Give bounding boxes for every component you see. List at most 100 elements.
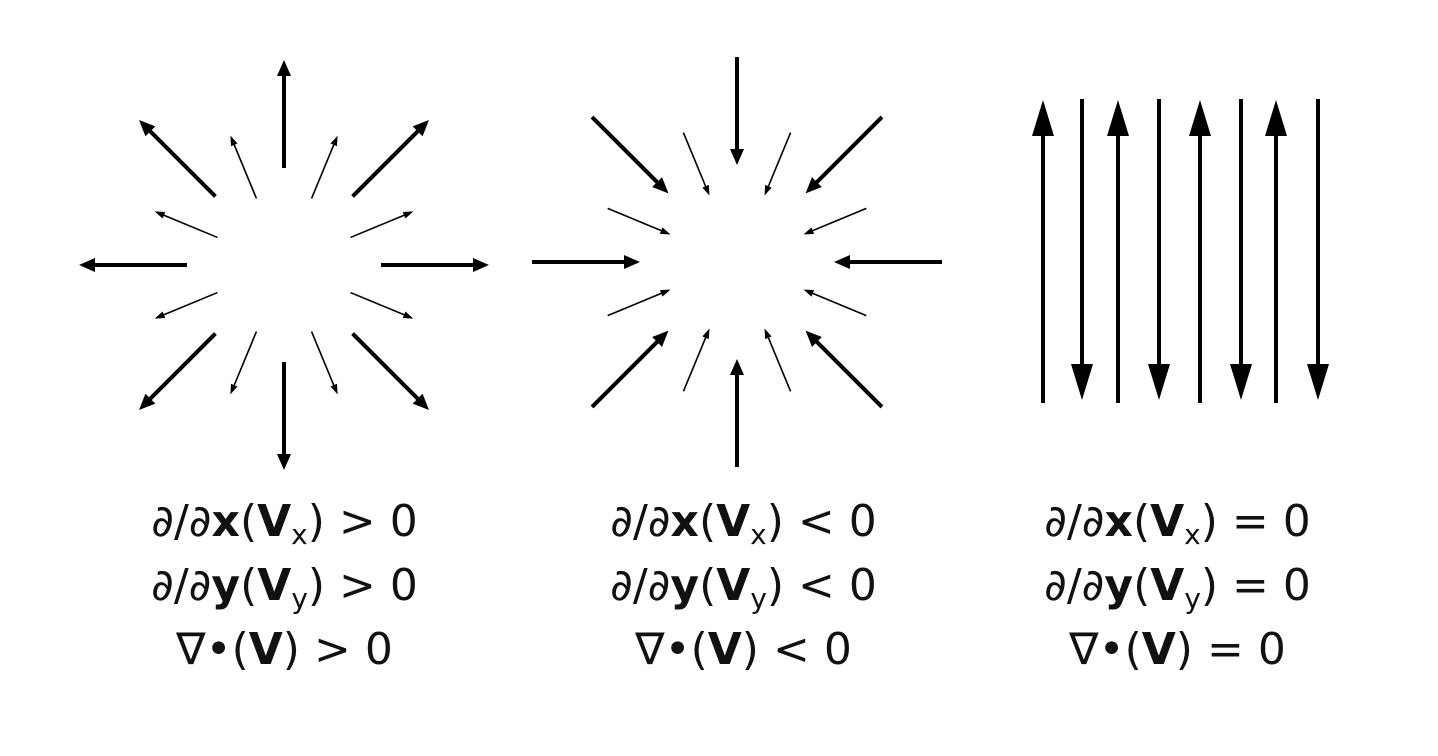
eq-vector: V [716,496,751,547]
sink-panel: ∂/∂x(Vx) < 0 ∂/∂y(Vy) < 0 ∇•(V) < 0 [504,0,983,756]
eq-variable: y [670,560,700,611]
eq-operator: ∂/∂ [151,496,212,547]
arrow-large-inward [532,255,640,269]
arrow-large-outward [351,120,429,198]
source-equations: ∂/∂x(Vx) > 0 ∂/∂y(Vy) > 0 ∇•(V) > 0 [45,490,524,682]
source-field [79,60,489,470]
eq-dvy-dy: ∂/∂y(Vy) > 0 [151,560,418,615]
eq-operator: ∂/∂ [610,496,671,547]
arrow-large-inward [805,115,884,194]
parallel-field [1032,99,1329,403]
sink-equations: ∂/∂x(Vx) < 0 ∂/∂y(Vy) < 0 ∇•(V) < 0 [504,490,983,682]
eq-vector: V [248,624,283,675]
arrow-small-inward [682,132,710,196]
arrow-small-outward [350,291,414,319]
arrow-down [1230,99,1252,400]
eq-rhs: 0 [1257,624,1286,675]
arrow-down [1307,99,1329,400]
eq-variable: x [211,496,240,547]
arrow-small-inward [803,207,867,235]
eq-dvx-dx: ∂/∂x(Vx) < 0 [610,496,877,551]
eq-variable: x [1104,496,1133,547]
eq-subscript: y [750,582,767,615]
eq-operator: ∇• [176,624,232,675]
arrow-large-inward [590,330,669,409]
eq-variable: y [1104,560,1134,611]
eq-operator: ∇• [1069,624,1125,675]
arrow-large-outward [139,332,217,410]
eq-relation: > [313,624,351,675]
eq-vector: V [1141,624,1176,675]
eq-vector: V [257,560,292,611]
arrow-small-inward [607,289,671,317]
eq-vector: V [257,496,292,547]
eq-variable: x [670,496,699,547]
arrow-small-inward [607,207,671,235]
arrow-large-inward [805,330,884,409]
arrow-small-outward [154,211,218,239]
eq-relation: > [339,560,376,611]
eq-subscript: y [1184,582,1201,615]
eq-variable: y [211,560,241,611]
eq-operator: ∇• [635,624,691,675]
zero-divergence-equations: ∂/∂x(Vx) = 0 ∂/∂y(Vy) = 0 ∇•(V) = 0 [938,490,1417,682]
eq-subscript: x [750,518,767,551]
arrow-small-outward [154,291,218,319]
arrow-up [1032,100,1054,403]
arrow-small-outward [350,211,414,239]
eq-rhs: 0 [1282,496,1311,547]
sink-field [532,57,942,467]
arrow-small-outward [310,331,338,395]
arrow-small-inward [803,289,867,317]
arrow-large-inward [730,57,744,165]
eq-divergence: ∇•(V) = 0 [1069,624,1286,675]
eq-relation: < [798,560,835,611]
eq-relation: = [1231,496,1269,547]
zero-divergence-panel: ∂/∂x(Vx) = 0 ∂/∂y(Vy) = 0 ∇•(V) = 0 [938,0,1417,756]
eq-relation: = [1206,624,1244,675]
eq-dvy-dy: ∂/∂y(Vy) = 0 [1044,560,1311,615]
eq-relation: < [772,624,810,675]
arrow-large-outward [351,332,429,410]
arrow-up [1107,100,1129,403]
arrow-down [1148,99,1170,400]
eq-rhs: 0 [823,624,852,675]
eq-operator: ∂/∂ [610,560,671,611]
eq-dvy-dy: ∂/∂y(Vy) < 0 [610,560,877,615]
arrow-large-outward [277,60,291,168]
eq-subscript: y [291,582,308,615]
arrow-up [1265,100,1287,403]
arrow-large-outward [381,258,489,272]
eq-dvx-dx: ∂/∂x(Vx) = 0 [1044,496,1311,551]
eq-rhs: 0 [364,624,393,675]
arrow-small-outward [230,135,258,199]
arrow-large-inward [590,115,669,194]
arrow-small-outward [230,331,258,395]
eq-dvx-dx: ∂/∂x(Vx) > 0 [151,496,418,551]
eq-divergence: ∇•(V) < 0 [635,624,852,675]
eq-vector: V [716,560,751,611]
eq-rhs: 0 [1282,560,1311,611]
eq-subscript: x [291,518,308,551]
eq-vector: V [707,624,742,675]
eq-operator: ∂/∂ [151,560,212,611]
eq-vector: V [1150,560,1185,611]
arrow-up [1189,100,1211,403]
eq-operator: ∂/∂ [1044,560,1105,611]
eq-rhs: 0 [848,496,877,547]
arrow-large-outward [277,362,291,470]
eq-relation: > [338,496,376,547]
arrow-down [1071,99,1093,400]
source-panel: ∂/∂x(Vx) > 0 ∂/∂y(Vy) > 0 ∇•(V) > 0 [45,0,524,756]
eq-rhs: 0 [389,496,418,547]
arrow-large-inward [834,255,942,269]
eq-relation: < [797,496,835,547]
arrow-small-inward [764,132,792,196]
eq-relation: = [1232,560,1269,611]
eq-vector: V [1150,496,1185,547]
arrow-small-outward [310,135,338,199]
arrow-large-outward [139,120,217,198]
eq-divergence: ∇•(V) > 0 [176,624,393,675]
eq-subscript: x [1184,518,1201,551]
